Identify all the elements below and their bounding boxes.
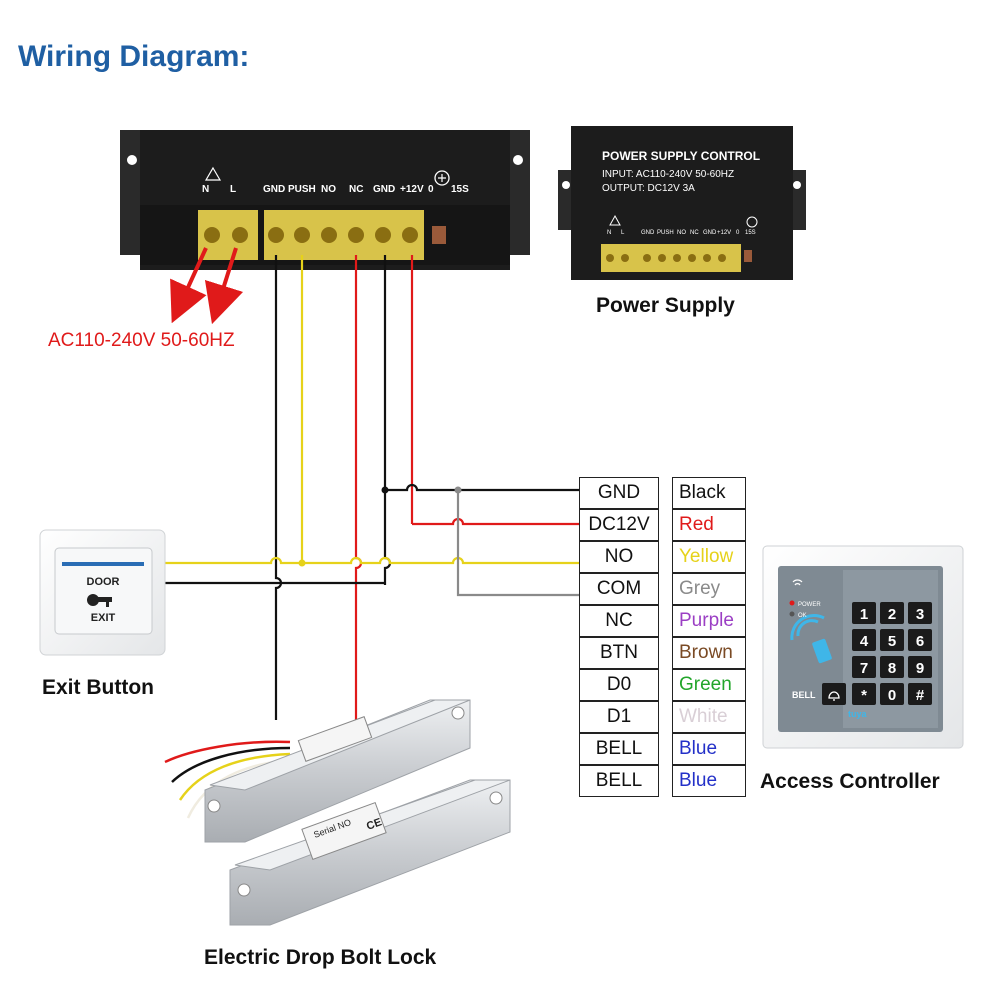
wire-com — [456, 490, 579, 597]
wire-dc12v-horizontal — [412, 517, 579, 526]
key-6: 6 — [916, 633, 924, 650]
terminal-nc: NC — [349, 184, 363, 195]
small-terminal-0: 0 — [736, 230, 740, 236]
color-yellow: Yellow — [672, 541, 746, 573]
signal-bell-2: BELL — [579, 765, 659, 797]
small-terminal-nc: NC — [690, 230, 699, 236]
signal-btn: BTN — [579, 637, 659, 669]
color-black: Black — [672, 477, 746, 509]
rfid-icon — [796, 619, 819, 637]
access-brand: tuya — [848, 709, 868, 719]
key-4: 4 — [860, 633, 869, 650]
wifi-icon — [792, 579, 803, 586]
page-title: Wiring Diagram: — [18, 40, 250, 73]
wire-no-horizontal — [165, 556, 579, 565]
signal-com: COM — [579, 573, 659, 605]
signal-nc: NC — [579, 605, 659, 637]
key-1: 1 — [860, 606, 868, 623]
exit-button-label: Exit Button — [42, 676, 154, 699]
signal-bell-1: BELL — [579, 733, 659, 765]
exit-exit-text: EXIT — [91, 612, 116, 624]
exit-door-text: DOOR — [87, 576, 120, 588]
terminal-15s: 15S — [451, 184, 469, 195]
wire-nc-vertical — [354, 255, 363, 720]
signal-gnd: GND — [579, 477, 659, 509]
access-ok-led-label: OK — [798, 613, 807, 619]
key-7: 7 — [860, 660, 868, 677]
color-grey: Grey — [672, 573, 746, 605]
key-star: * — [861, 687, 867, 704]
small-terminal-push: PUSH — [657, 230, 674, 236]
ac-arrow-l — [204, 247, 244, 325]
small-terminal-gnd: GND — [641, 230, 655, 236]
small-terminal-15s: 15S — [745, 230, 756, 236]
lock-label: Electric Drop Bolt Lock — [204, 946, 437, 969]
terminal-n: N — [202, 184, 209, 195]
key-9: 9 — [916, 660, 924, 677]
bell-icon — [828, 691, 840, 701]
wire-gnd2-vertical — [383, 255, 392, 585]
terminal-l: L — [230, 184, 236, 195]
small-psu-output: OUTPUT: DC12V 3A — [602, 183, 695, 194]
signal-d0: D0 — [579, 669, 659, 701]
wire-gnd-vertical — [274, 255, 283, 720]
small-terminal-gnd-2: GND — [703, 230, 717, 236]
key-2: 2 — [888, 606, 896, 623]
exit-button — [39, 529, 166, 656]
terminal-gnd-2: GND — [373, 184, 395, 195]
access-controller — [762, 545, 964, 749]
ac-arrow-n — [170, 247, 208, 324]
small-terminal-l: L — [621, 230, 625, 236]
terminal-12v: +12V — [400, 184, 424, 195]
dial-icon — [434, 170, 450, 186]
small-terminal-n: N — [607, 230, 611, 236]
power-supply-small — [558, 126, 806, 280]
color-purple: Purple — [672, 605, 746, 637]
power-supply-main — [120, 130, 530, 270]
access-controller-label: Access Controller — [760, 770, 940, 793]
ac-input-label: AC110-240V 50-60HZ — [48, 330, 235, 351]
terminal-no: NO — [321, 184, 336, 195]
small-psu-input: INPUT: AC110-240V 50-60HZ — [602, 169, 734, 180]
small-terminal-no: NO — [677, 230, 686, 236]
color-brown: Brown — [672, 637, 746, 669]
power-supply-label: Power Supply — [596, 294, 735, 317]
wires — [165, 255, 579, 720]
key-8: 8 — [888, 660, 896, 677]
signal-d1: D1 — [579, 701, 659, 733]
lock-ce-text: CE — [365, 816, 383, 833]
wire-gnd-horizontal — [385, 483, 579, 492]
color-green: Green — [672, 669, 746, 701]
terminal-push: PUSH — [288, 184, 316, 195]
key-5: 5 — [888, 633, 896, 650]
color-white: White — [672, 701, 746, 733]
key-3: 3 — [916, 606, 924, 623]
signal-dc12v: DC12V — [579, 509, 659, 541]
terminal-gnd: GND — [263, 184, 285, 195]
color-red: Red — [672, 509, 746, 541]
access-bell-text: BELL — [792, 690, 816, 700]
access-power-led-label: POWER — [798, 602, 821, 608]
small-psu-title: POWER SUPPLY CONTROL — [602, 149, 760, 163]
wire-junctions — [298, 486, 462, 567]
small-terminal-12v: +12V — [717, 230, 731, 236]
drop-bolt-lock — [164, 699, 511, 926]
terminal-0: 0 — [428, 184, 434, 195]
key-0: 0 — [888, 687, 896, 704]
color-blue-2: Blue — [672, 765, 746, 797]
color-blue-1: Blue — [672, 733, 746, 765]
signal-no: NO — [579, 541, 659, 573]
key-hash: # — [916, 687, 925, 704]
